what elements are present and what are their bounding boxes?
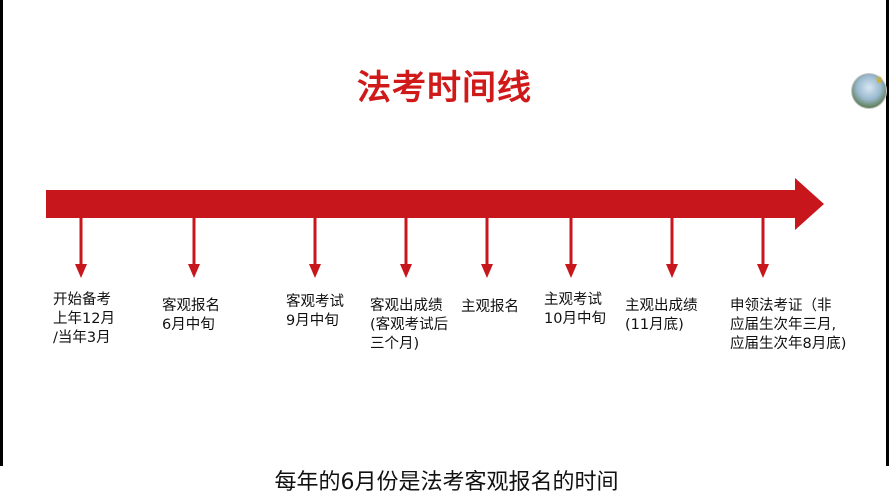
milestone-arrow-6 <box>565 218 577 278</box>
milestone-arrow-7 <box>666 218 678 278</box>
page-title: 法考时间线 <box>357 68 532 108</box>
milestone-label-4: 客观出成绩 (客观考试后 三个月) <box>370 298 449 352</box>
milestone-arrow-2 <box>188 218 200 278</box>
milestone-label-7: 主观出成绩 (11月底) <box>625 298 698 333</box>
milestone-label-8: 申领法考证（非 应届生次年三月, 应届生次年8月底) <box>730 298 847 352</box>
milestone-label-5: 主观报名 <box>461 299 519 315</box>
slide-canvas <box>3 0 886 466</box>
milestone-label-3: 客观考试 9月中旬 <box>286 294 344 329</box>
avatar[interactable]: ♛ <box>851 73 887 109</box>
milestone-arrows <box>75 218 769 278</box>
caption-bar: 每年的6月份是法考客观报名的时间 <box>0 466 889 500</box>
milestone-arrow-3 <box>309 218 321 278</box>
milestone-label-6: 主观考试 10月中旬 <box>544 292 606 327</box>
timeline-arrow <box>46 178 824 230</box>
crown-icon: ♛ <box>874 76 883 86</box>
milestone-label-2: 客观报名 6月中旬 <box>162 298 220 333</box>
milestone-arrow-8 <box>757 218 769 278</box>
milestone-label-1: 开始备考 上年12月 /当年3月 <box>53 292 115 346</box>
caption-text: 每年的6月份是法考客观报名的时间 <box>274 470 619 495</box>
milestone-arrow-1 <box>75 218 87 278</box>
milestone-arrow-4 <box>400 218 412 278</box>
milestone-arrow-5 <box>481 218 493 278</box>
